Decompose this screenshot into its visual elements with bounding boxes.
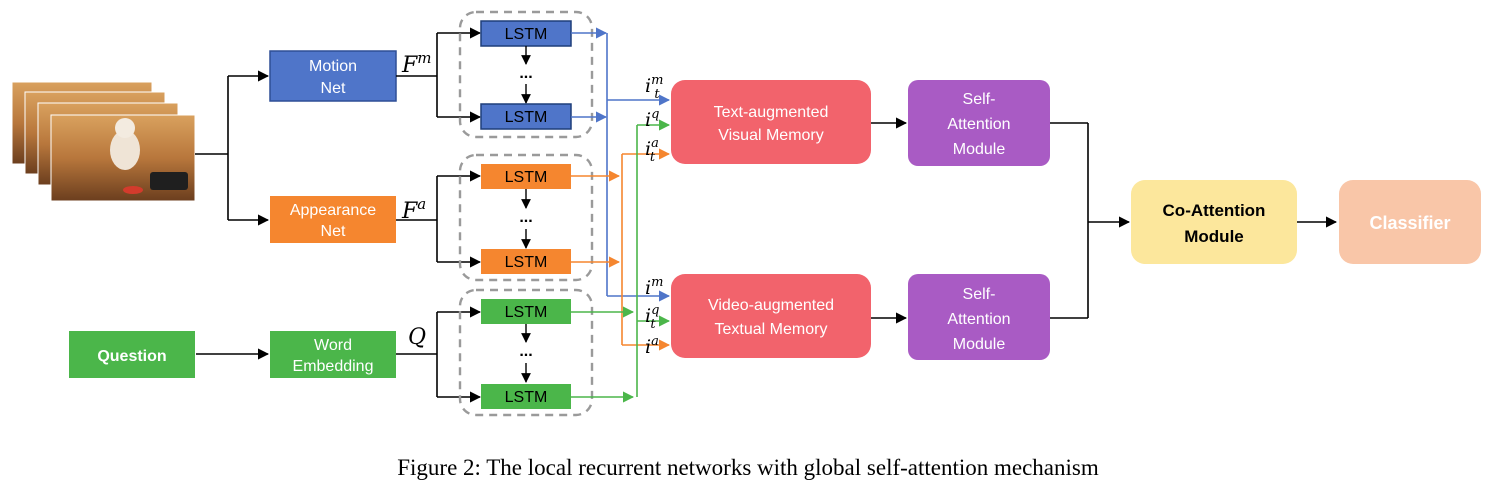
- appearance-net-label-2: Net: [321, 223, 346, 240]
- net-lstm-connectors: [396, 27, 482, 403]
- lstm-motion-ellipsis: ...: [519, 65, 532, 82]
- feature-routing: [571, 27, 671, 403]
- lstm-question-top-label: LSTM: [505, 304, 548, 321]
- lstm-question-top: [481, 299, 571, 324]
- input-connectors: [195, 70, 270, 360]
- input-label-i-q: iq: [645, 107, 659, 131]
- motion-net-label-2: Net: [321, 80, 346, 97]
- lstm-question-ellipsis: ...: [519, 343, 532, 360]
- lstm-appearance-top: [481, 164, 571, 189]
- motion-net-label-1: Motion: [309, 58, 357, 75]
- memory-to-attention-connectors: [871, 117, 908, 324]
- co-attention-label-2: Module: [1184, 227, 1244, 246]
- co-attention-label-1: Co-Attention: [1163, 201, 1266, 220]
- video-frames-image: [11, 81, 196, 202]
- input-label-i-m: im: [645, 275, 663, 299]
- self-attention-bottom-label-3: Module: [953, 336, 1006, 353]
- word-embedding-label-2: Embedding: [293, 358, 374, 375]
- visual-memory-label-2: Visual Memory: [718, 127, 824, 144]
- lstm-question-bottom: [481, 384, 571, 409]
- word-embedding-label-1: Word: [314, 337, 352, 354]
- figure-caption: Figure 2: The local recurrent networks w…: [397, 455, 1099, 480]
- self-attention-module-bottom: Self- Attention Module: [908, 274, 1050, 360]
- attention-merge-connectors: [1050, 122, 1131, 319]
- co-attention-module-box: Co-Attention Module: [1131, 180, 1297, 264]
- textual-memory-label-1: Video-augmented: [708, 297, 834, 314]
- lstm-appearance-bottom: [481, 249, 571, 274]
- text-augmented-visual-memory-box: Text-augmented Visual Memory: [671, 80, 871, 164]
- question-label: Question: [97, 348, 166, 365]
- question-box: Question: [69, 331, 195, 378]
- appearance-net-box: Appearance Net: [270, 196, 396, 243]
- lstm-motion-bottom: [480, 103, 572, 130]
- lstm-appearance-ellipsis: ...: [519, 209, 532, 226]
- textual-memory-label-2: Textual Memory: [715, 321, 828, 338]
- self-attention-top-label-1: Self-: [963, 91, 996, 108]
- feature-motion-label: Fm: [401, 49, 432, 78]
- lstm-group-question: LSTM ... LSTM: [458, 288, 594, 417]
- motion-net-box: Motion Net: [269, 50, 397, 102]
- visual-memory-label-1: Text-augmented: [714, 104, 829, 121]
- self-attention-bottom-label-2: Attention: [947, 311, 1010, 328]
- lstm-appearance-top-label: LSTM: [505, 169, 548, 186]
- lstm-appearance-bottom-label: LSTM: [505, 254, 548, 271]
- lstm-motion-top-label: LSTM: [505, 26, 548, 43]
- word-embedding-box: Word Embedding: [270, 331, 396, 378]
- feature-appearance-label: Fa: [401, 195, 426, 224]
- lstm-motion-bottom-label: LSTM: [505, 109, 548, 126]
- lstm-question-bottom-label: LSTM: [505, 389, 548, 406]
- self-attention-module-top: Self- Attention Module: [908, 80, 1050, 166]
- lstm-group-motion: LSTM ... LSTM: [458, 10, 594, 139]
- classifier-box: Classifier: [1339, 180, 1481, 264]
- classifier-label: Classifier: [1369, 213, 1450, 233]
- self-attention-bottom-label-1: Self-: [963, 286, 996, 303]
- input-label-i-a: ia: [645, 334, 659, 358]
- self-attention-top-label-2: Attention: [947, 116, 1010, 133]
- lstm-group-appearance: LSTM ... LSTM: [458, 153, 594, 282]
- self-attention-top-label-3: Module: [953, 141, 1006, 158]
- video-augmented-textual-memory-box: Video-augmented Textual Memory: [671, 274, 871, 358]
- feature-question-label: Q: [408, 325, 426, 350]
- appearance-net-label-1: Appearance: [290, 202, 376, 219]
